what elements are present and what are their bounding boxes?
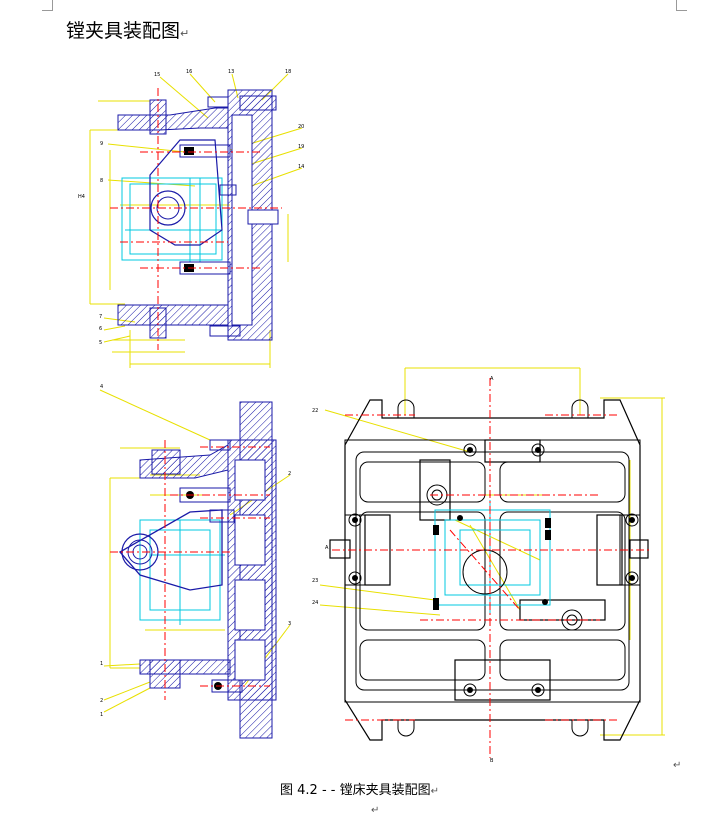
figure-number: 图 4.2: [279, 783, 318, 798]
paragraph-mark: ↵: [371, 805, 380, 816]
caption-text: 镗床夹具装配图: [339, 783, 431, 798]
svg-text:13: 13: [228, 69, 234, 75]
figure-caption: 图 4.2 - - 镗床夹具装配图↵: [0, 779, 719, 798]
svg-text:1: 1: [100, 661, 103, 667]
svg-text:16: 16: [186, 69, 192, 75]
svg-text:4: 4: [100, 384, 103, 390]
svg-text:14: 14: [298, 164, 304, 170]
svg-text:2: 2: [100, 698, 103, 704]
svg-text:2: 2: [288, 471, 291, 477]
svg-text:15: 15: [154, 72, 160, 78]
svg-text:8: 8: [100, 178, 103, 184]
svg-text:22: 22: [312, 408, 318, 414]
svg-text:7: 7: [99, 314, 102, 320]
svg-text:5: 5: [99, 340, 102, 346]
plan-view: 22 23 24 A A B: [312, 367, 665, 764]
side-view-top: 15 16 13 18 20 19 14 9 8 7 6 5 H4: [78, 69, 304, 368]
svg-text:1: 1: [100, 712, 103, 718]
svg-text:A: A: [325, 545, 329, 551]
svg-text:3: 3: [288, 621, 291, 627]
side-view-bottom: 4 2 3 1 2 1: [99, 384, 291, 739]
page-title: 镗夹具装配图↵: [66, 16, 189, 43]
crop-mark-top-left: [42, 0, 53, 11]
svg-text:6: 6: [99, 326, 102, 332]
caption-separator: - -: [321, 783, 336, 798]
svg-text:H4: H4: [78, 194, 85, 200]
svg-text:19: 19: [298, 144, 304, 150]
svg-text:A: A: [490, 376, 494, 382]
crop-mark-top-right: [676, 0, 687, 11]
paragraph-mark: ↵: [430, 786, 439, 797]
paragraph-mark: ↵: [673, 760, 682, 771]
svg-text:24: 24: [312, 600, 318, 606]
paragraph-mark: ↵: [180, 27, 190, 40]
svg-text:23: 23: [312, 578, 318, 584]
svg-text:20: 20: [298, 124, 304, 130]
svg-text:B: B: [490, 758, 494, 764]
page-title-text: 镗夹具装配图: [66, 20, 181, 42]
svg-text:18: 18: [285, 69, 291, 75]
svg-text:9: 9: [100, 141, 103, 147]
